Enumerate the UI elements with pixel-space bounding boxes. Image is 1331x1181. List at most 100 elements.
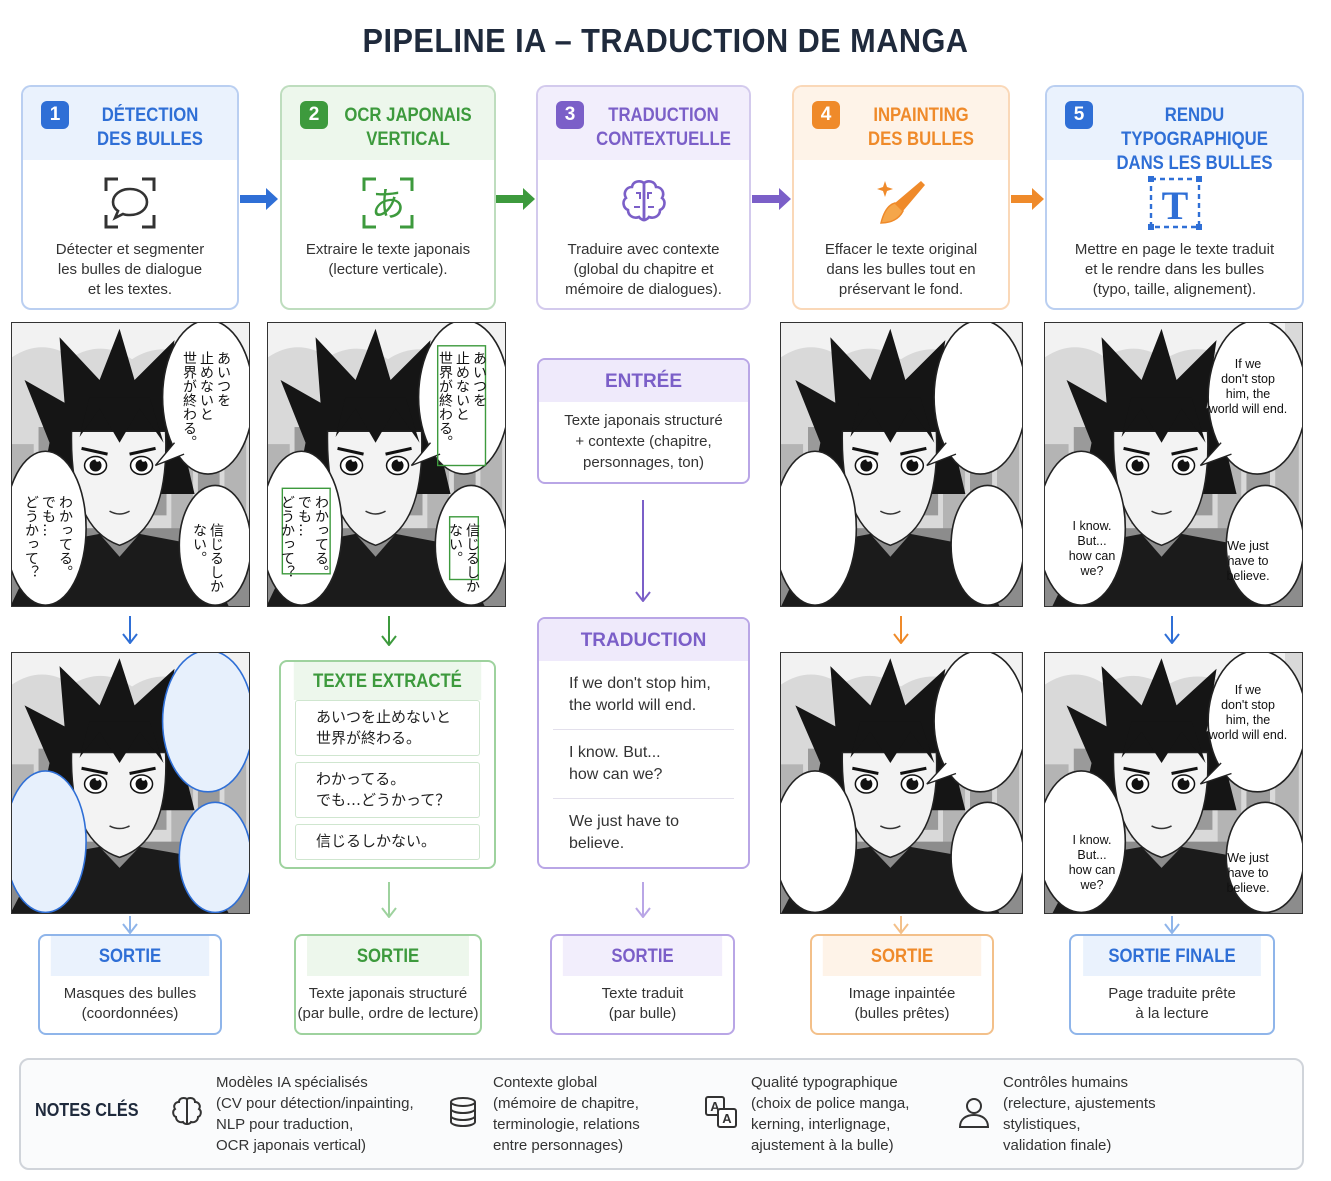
down-arrow-icon <box>122 616 138 645</box>
extracted-item: 信じるしかない。 <box>295 824 480 860</box>
extracted-item: あいつを止めないと 世界が終わる。 <box>295 700 480 756</box>
step-number: 2 <box>300 101 328 129</box>
entree-body: Texte japonais structuré + contexte (cha… <box>564 412 723 471</box>
entree-title: ENTRÉE <box>539 360 748 402</box>
text-frame-icon: T <box>1145 173 1205 233</box>
step-description: Détecter et segmenter les bulles de dial… <box>55 241 205 298</box>
step-description: Effacer le texte original dans les bulle… <box>824 241 978 298</box>
note-text: Contrôles humains (relecture, ajustement… <box>1003 1074 1156 1154</box>
step-title: TRADUCTION CONTEXTUELLE <box>596 105 731 150</box>
jp-bubble-right-text: 信じるしか ない。 <box>447 523 480 593</box>
jp-bubble-top-text: あいつを 止めないと 世界が終わる。 <box>181 351 231 449</box>
output-description: Masques des bulles (coordonnées) <box>63 985 197 1022</box>
note-text: Modèles IA spécialisés (CV pour détectio… <box>216 1074 414 1154</box>
down-arrow-icon <box>1164 916 1180 935</box>
traduction-list: If we don't stop him, the world will end… <box>539 673 748 867</box>
manga-panel <box>11 652 250 914</box>
speech-bubble-scan-icon <box>100 173 160 233</box>
output-title: SORTIE <box>50 936 210 976</box>
step-card-2: 2 OCR JAPONAIS VERTICAL あ Extraire le texte… <box>280 85 496 310</box>
manga-panel: あいつを 止めないと 世界が終わる。わかってる。 でも… どうかって？ 信じるしか… <box>11 322 250 607</box>
manga-panel: If we don't stop him, the world will end… <box>1044 322 1303 607</box>
down-arrow-icon <box>893 916 909 935</box>
note-text: Contexte global (mémoire de chapitre, te… <box>493 1074 640 1154</box>
svg-text:T: T <box>1161 183 1188 228</box>
page-title: PIPELINE IA – TRADUCTION DE MANGA <box>362 22 969 59</box>
en-bubble-right-text: We just have to believe. <box>1226 851 1270 895</box>
svg-text:A: A <box>710 1099 720 1114</box>
database-icon <box>445 1094 481 1130</box>
down-arrow-icon <box>635 500 651 603</box>
step-number: 4 <box>812 101 840 129</box>
jp-bubble-left-text: わかってる。 でも… どうかって？ <box>279 495 329 579</box>
right-arrow-icon <box>752 186 791 212</box>
step-title: INPAINTING DES BULLES <box>868 105 974 150</box>
en-bubble-top-text: If we don't stop him, the world will end… <box>1208 683 1288 742</box>
svg-text:あ: あ <box>371 185 405 225</box>
manga-panel <box>780 652 1023 914</box>
traduction-item: We just have to believe. <box>569 813 679 852</box>
down-arrow-icon <box>1164 616 1180 645</box>
output-box: SORTIE Image inpaintée (bulles prêtes) <box>810 934 994 1035</box>
output-title: SORTIE <box>822 936 982 976</box>
note-text: Qualité typographique (choix de police m… <box>751 1074 910 1154</box>
step-header: 1 DÉTECTION DES BULLES <box>23 87 237 160</box>
magic-brush-icon <box>871 173 931 233</box>
step-number: 5 <box>1065 101 1093 129</box>
output-description: Page traduite prête à la lecture <box>1108 985 1236 1022</box>
texte-extracte-title: TEXTE EXTRACTÉ <box>293 662 482 700</box>
traduction-item: If we don't stop him, the world will end… <box>553 673 734 730</box>
right-arrow-icon <box>1011 186 1044 212</box>
texte-extracte-box: TEXTE EXTRACTÉ あいつを止めないと 世界が終わる。わかってる。 で… <box>279 660 496 869</box>
output-title: SORTIE <box>562 936 723 976</box>
down-arrow-icon <box>893 616 909 645</box>
step-number: 1 <box>41 101 69 129</box>
step-card-3: 3 TRADUCTION CONTEXTUELLE Traduire avec co… <box>536 85 751 310</box>
step-card-1: 1 DÉTECTION DES BULLES Détecter et segment… <box>21 85 239 310</box>
svg-text:A: A <box>722 1111 732 1126</box>
jp-bubble-left-text: わかってる。 でも… どうかって？ <box>23 495 73 579</box>
jp-bubble-top-text: あいつを 止めないと 世界が終わる。 <box>437 351 487 449</box>
manga-panel: あいつを 止めないと 世界が終わる。わかってる。 でも… どうかって？ 信じるしか… <box>267 322 506 607</box>
output-description: Image inpaintée (bulles prêtes) <box>848 985 956 1022</box>
output-box: SORTIE Masques des bulles (coordonnées) <box>38 934 222 1035</box>
step-header: 3 TRADUCTION CONTEXTUELLE <box>538 87 749 160</box>
down-arrow-icon <box>635 882 651 919</box>
brain-icon <box>169 1094 205 1130</box>
manga-panel: If we don't stop him, the world will end… <box>1044 652 1303 914</box>
traduction-title: TRADUCTION <box>539 619 748 661</box>
en-bubble-top-text: If we don't stop him, the world will end… <box>1208 357 1288 416</box>
entree-box: ENTRÉE Texte japonais structuré + contex… <box>537 358 750 484</box>
step-description: Traduire avec contexte (global du chapit… <box>565 241 722 298</box>
step-title: OCR JAPONAIS VERTICAL <box>344 105 472 150</box>
down-arrow-icon <box>381 882 397 919</box>
en-bubble-right-text: We just have to believe. <box>1226 539 1270 583</box>
step-header: 2 OCR JAPONAIS VERTICAL <box>282 87 494 160</box>
brain-icon <box>614 173 674 233</box>
manga-panel <box>780 322 1023 607</box>
extracted-item: わかってる。 でも…どうかって？ <box>295 762 480 818</box>
traduction-item: I know. But... how can we? <box>553 730 734 799</box>
step-number: 3 <box>556 101 584 129</box>
step-header: 4 INPAINTING DES BULLES <box>794 87 1008 160</box>
traduction-box: TRADUCTION If we don't stop him, the wor… <box>537 617 750 869</box>
output-title: SORTIE FINALE <box>1083 936 1261 976</box>
en-bubble-left-text: I know. But... how can we? <box>1068 519 1116 578</box>
step-title: RENDU TYPOGRAPHIQUE DANS LES BULLES <box>1116 105 1273 174</box>
step-description: Extraire le texte japonais (lecture vert… <box>305 241 471 278</box>
right-arrow-icon <box>240 186 278 212</box>
en-bubble-left-text: I know. But... how can we? <box>1068 833 1116 892</box>
jp-bubble-right-text: 信じるしか ない。 <box>191 523 224 593</box>
down-arrow-icon <box>381 616 397 647</box>
texte-extracte-list: あいつを止めないと 世界が終わる。わかってる。 でも…どうかって？ 信じるしかない… <box>281 700 494 860</box>
notes-box: NOTES CLÉS Modèles IA spécialisés (CV po… <box>19 1058 1304 1170</box>
output-description: Texte japonais structuré (par bulle, ord… <box>297 985 479 1022</box>
step-title: DÉTECTION DES BULLES <box>97 105 203 150</box>
step-card-4: 4 INPAINTING DES BULLES Effacer le texte o… <box>792 85 1010 310</box>
person-icon <box>956 1094 992 1130</box>
